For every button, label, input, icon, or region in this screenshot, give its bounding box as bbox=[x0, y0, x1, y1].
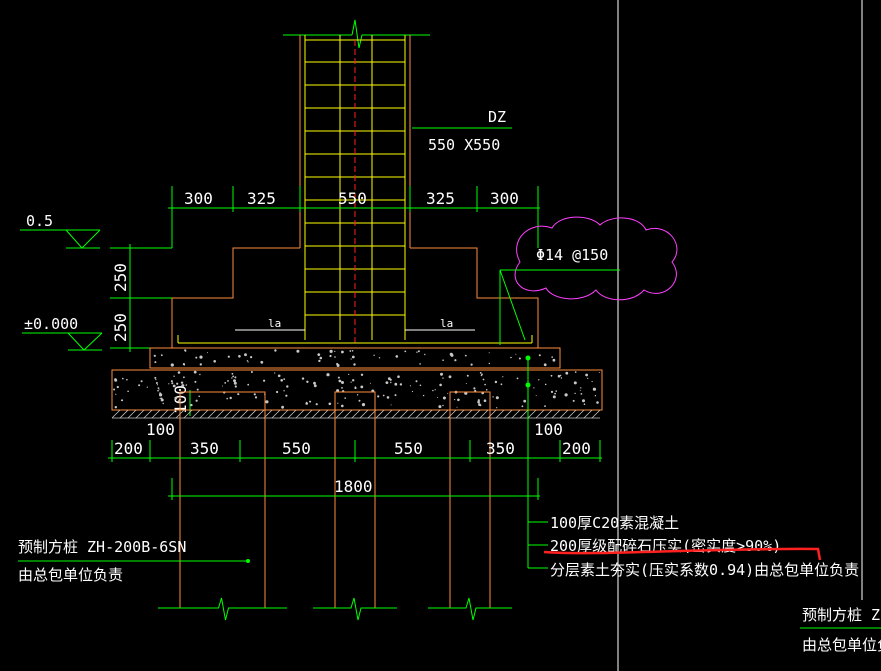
la-left: la bbox=[268, 317, 281, 330]
column-label: DZ 550 X550 bbox=[412, 108, 512, 154]
rebar-spec: Φ14 @150 bbox=[536, 246, 608, 264]
bottom-dimension-chain bbox=[108, 440, 602, 500]
pile-label-right-line2: 由总包单位负 bbox=[802, 636, 881, 654]
note-soil: 分层素土夯实(压实系数0.94)由总包单位负责 bbox=[550, 561, 859, 579]
column bbox=[283, 19, 430, 345]
dim-bottom-3: 550 bbox=[282, 439, 311, 458]
soil-hatch bbox=[111, 409, 601, 419]
rebar-callout: Φ14 @150 bbox=[499, 216, 678, 345]
dim-bottom-6: 200 bbox=[562, 439, 591, 458]
layer-notes-leader bbox=[525, 355, 548, 569]
dim-vertical-1: 250 bbox=[111, 263, 130, 292]
red-underline-markup bbox=[543, 547, 822, 561]
revision-cloud bbox=[514, 216, 678, 301]
pile-label-line2: 由总包单位负责 bbox=[18, 566, 123, 584]
dim-vertical-2: 250 bbox=[111, 313, 130, 342]
elevation-ground: ±0.000 bbox=[22, 315, 103, 351]
dim-top-2: 325 bbox=[247, 189, 276, 208]
aggregate-hatch bbox=[113, 349, 600, 409]
pile-2 bbox=[313, 391, 397, 621]
dim-top-4: 325 bbox=[426, 189, 455, 208]
cap-bottom-rebar: la la bbox=[177, 317, 533, 344]
pile-3 bbox=[428, 391, 512, 621]
dim-bottom-2: 350 bbox=[190, 439, 219, 458]
pile-label-right: 预制方桩 Z 由总包单位负 bbox=[800, 606, 881, 654]
pile-label-line1: 预制方桩 ZH-200B-6SN bbox=[18, 538, 186, 556]
plain-concrete-layer bbox=[149, 347, 561, 369]
vertical-dimension-chain bbox=[110, 244, 191, 416]
la-right: la bbox=[440, 317, 453, 330]
column-name: DZ bbox=[488, 108, 506, 126]
dim-bottom-1: 200 bbox=[114, 439, 143, 458]
pile-label-right-line1: 预制方桩 Z bbox=[802, 606, 880, 624]
pile-1 bbox=[158, 391, 287, 621]
dim-top-3: 550 bbox=[338, 189, 367, 208]
dim-bottom-5: 350 bbox=[486, 439, 515, 458]
dim-bottom-small-right: 100 bbox=[534, 420, 563, 439]
dim-top-1: 300 bbox=[184, 189, 213, 208]
elevation-top-label: 0.5 bbox=[26, 212, 53, 230]
gravel-layer bbox=[111, 369, 603, 411]
elevation-top: 0.5 bbox=[20, 212, 101, 249]
top-dimension-chain bbox=[168, 186, 540, 248]
dim-bottom-4: 550 bbox=[394, 439, 423, 458]
piles bbox=[158, 391, 512, 621]
pile-label: 预制方桩 ZH-200B-6SN 由总包单位负责 bbox=[18, 538, 250, 584]
elevation-ground-label: ±0.000 bbox=[24, 315, 78, 333]
dim-top-5: 300 bbox=[490, 189, 519, 208]
dim-bottom-small-left: 100 bbox=[146, 420, 175, 439]
note-concrete: 100厚C20素混凝土 bbox=[550, 514, 679, 532]
dim-total-width: 1800 bbox=[334, 477, 373, 496]
column-size: 550 X550 bbox=[428, 136, 500, 154]
